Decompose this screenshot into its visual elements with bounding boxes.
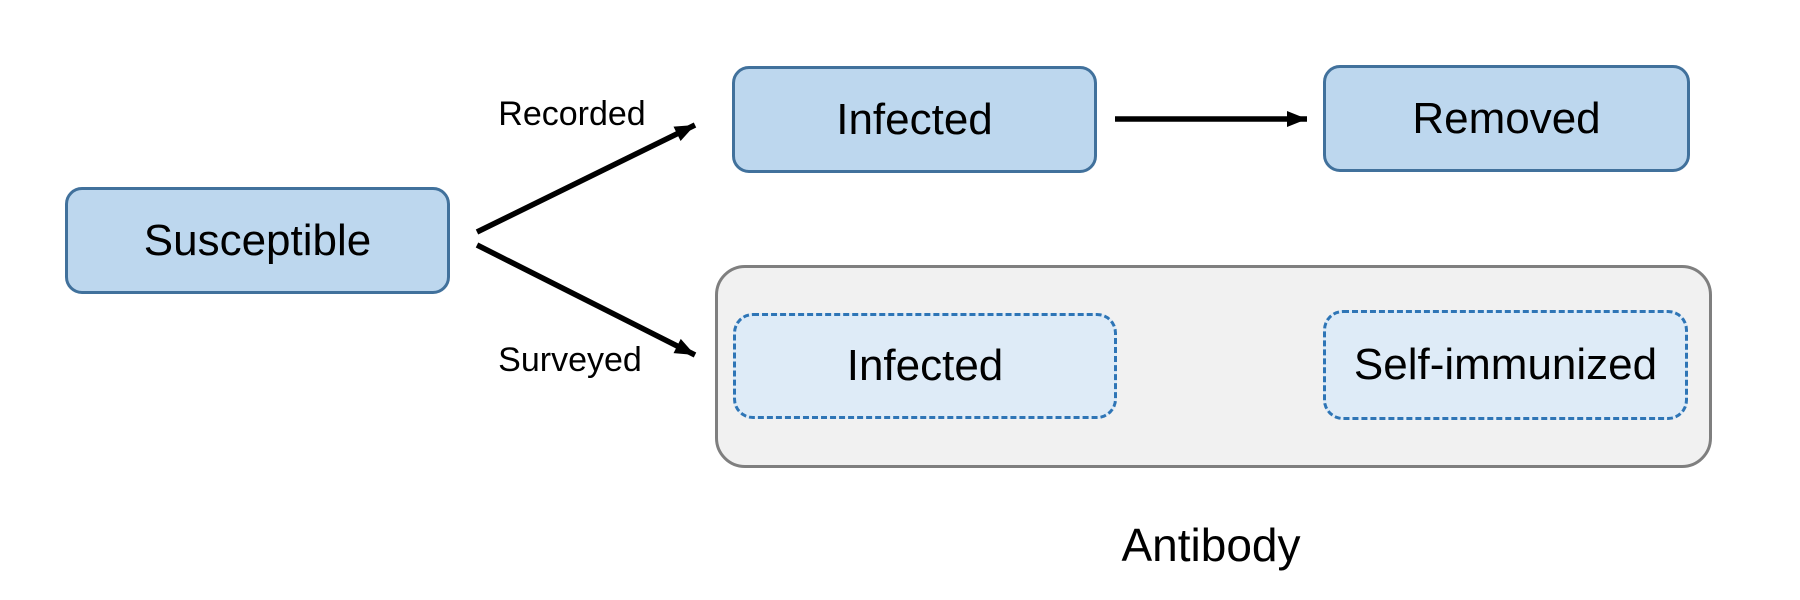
node-infected-recorded: Infected: [732, 66, 1097, 173]
node-self-immunized-label: Self-immunized: [1353, 340, 1658, 389]
node-removed-label: Removed: [1412, 93, 1601, 143]
node-infected-surveyed-label: Infected: [846, 341, 1004, 390]
edge-label-surveyed: Surveyed: [498, 341, 642, 379]
node-infected-surveyed: Infected: [733, 313, 1117, 419]
node-removed: Removed: [1323, 65, 1690, 172]
node-infected-recorded-label: Infected: [836, 94, 993, 144]
edge-susceptible-to-infected-surveyed: [475, 242, 697, 358]
antibody-group-label: Antibody: [1121, 519, 1301, 571]
node-susceptible: Susceptible: [65, 187, 450, 294]
node-susceptible-label: Susceptible: [143, 215, 372, 265]
edge-susceptible-to-infected-recorded: [475, 122, 697, 235]
edge-label-recorded: Recorded: [498, 95, 646, 133]
node-self-immunized: Self-immunized: [1323, 310, 1688, 420]
